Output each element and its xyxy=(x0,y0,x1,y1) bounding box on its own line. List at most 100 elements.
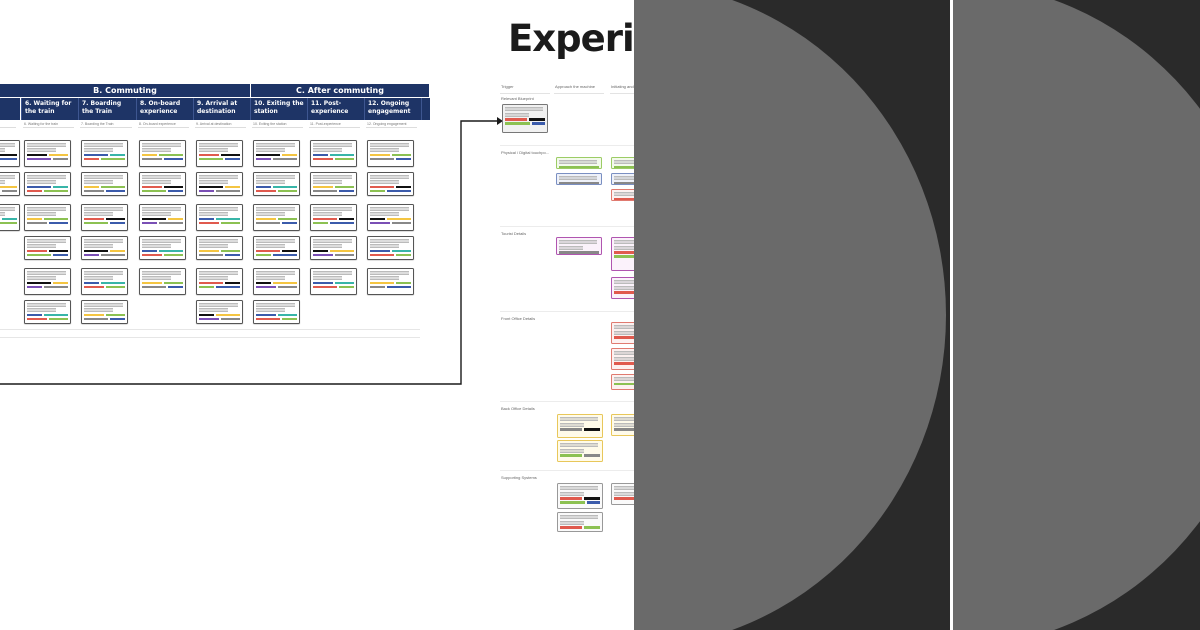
journey-card[interactable] xyxy=(367,268,414,295)
card-tag-row xyxy=(27,313,68,316)
journey-card[interactable] xyxy=(253,268,300,295)
card-text xyxy=(84,180,113,184)
journey-card[interactable] xyxy=(139,204,186,231)
step-header: 10. Exiting the station xyxy=(250,98,307,120)
card-text xyxy=(27,212,56,216)
blueprint-card[interactable] xyxy=(556,173,602,185)
blueprint-card[interactable] xyxy=(557,440,603,462)
card-tag xyxy=(84,221,109,224)
card-text xyxy=(27,142,66,147)
blueprint-column-line xyxy=(554,93,604,94)
card-tag xyxy=(614,251,637,254)
journey-card[interactable] xyxy=(253,204,300,231)
journey-card[interactable] xyxy=(196,236,243,260)
journey-card[interactable] xyxy=(253,172,300,196)
journey-card[interactable] xyxy=(24,268,71,295)
blueprint-lane-label: Tourist Details xyxy=(501,231,527,236)
journey-card[interactable] xyxy=(310,204,357,231)
card-tag xyxy=(584,497,600,500)
card-tag-row xyxy=(27,217,68,220)
card-tag xyxy=(43,217,68,220)
card-tag-row xyxy=(256,281,297,284)
card-tag-row xyxy=(142,153,183,156)
journey-card[interactable] xyxy=(24,140,71,167)
step-header-extra xyxy=(421,98,430,120)
journey-card[interactable] xyxy=(196,300,243,324)
journey-card[interactable] xyxy=(0,140,20,167)
card-text xyxy=(614,245,638,250)
card-tag-row xyxy=(0,189,17,192)
blueprint-lane-label: Back Office Details xyxy=(501,406,535,411)
card-tag xyxy=(584,454,600,457)
card-tag-row xyxy=(84,217,125,220)
journey-card[interactable] xyxy=(196,204,243,231)
card-tag-row xyxy=(370,189,411,192)
card-tag xyxy=(313,281,333,284)
journey-card[interactable] xyxy=(310,268,357,295)
journey-card[interactable] xyxy=(24,172,71,196)
card-tag xyxy=(370,153,390,156)
journey-card[interactable] xyxy=(81,172,128,196)
blueprint-card[interactable] xyxy=(556,237,602,255)
journey-card[interactable] xyxy=(196,172,243,196)
journey-card[interactable] xyxy=(139,236,186,260)
card-tag xyxy=(142,281,162,284)
card-text xyxy=(313,244,342,248)
journey-card[interactable] xyxy=(253,300,300,324)
card-tag xyxy=(53,157,68,160)
step-header: 6. Waiting for the train xyxy=(21,98,78,120)
journey-card[interactable] xyxy=(253,140,300,167)
journey-card[interactable] xyxy=(24,236,71,260)
blueprint-card[interactable] xyxy=(557,483,603,509)
card-text xyxy=(27,302,66,307)
card-tag-row xyxy=(0,217,17,220)
journey-card[interactable] xyxy=(139,140,186,167)
flow-connector-arrow xyxy=(0,117,503,385)
card-tag xyxy=(256,157,271,160)
journey-card[interactable] xyxy=(367,236,414,260)
journey-card[interactable] xyxy=(81,204,128,231)
journey-card[interactable] xyxy=(367,172,414,196)
journey-card[interactable] xyxy=(81,300,128,324)
journey-card[interactable] xyxy=(196,268,243,295)
journey-card[interactable] xyxy=(139,268,186,295)
card-tag-row xyxy=(199,281,240,284)
blueprint-card[interactable] xyxy=(556,157,602,169)
journey-card[interactable] xyxy=(310,236,357,260)
card-text xyxy=(560,422,584,427)
card-tag-row xyxy=(142,253,183,256)
journey-card[interactable] xyxy=(0,204,20,231)
card-tag xyxy=(199,217,214,220)
journey-card[interactable] xyxy=(0,172,20,196)
journey-card[interactable] xyxy=(310,140,357,167)
journey-card[interactable] xyxy=(310,172,357,196)
journey-card[interactable] xyxy=(81,140,128,167)
card-tag xyxy=(282,317,297,320)
card-tag-row xyxy=(199,217,240,220)
journey-card[interactable] xyxy=(24,204,71,231)
journey-card[interactable] xyxy=(81,268,128,295)
journey-card[interactable] xyxy=(24,300,71,324)
card-text xyxy=(142,142,181,147)
card-text xyxy=(614,192,652,196)
card-tag xyxy=(100,281,125,284)
blueprint-card[interactable] xyxy=(502,104,548,133)
card-text xyxy=(27,148,56,152)
journey-card[interactable] xyxy=(367,204,414,231)
blueprint-card[interactable] xyxy=(557,414,603,438)
journey-card[interactable] xyxy=(367,140,414,167)
journey-card[interactable] xyxy=(81,236,128,260)
card-text xyxy=(256,212,285,216)
journey-card[interactable] xyxy=(139,172,186,196)
journey-card[interactable] xyxy=(253,236,300,260)
card-tag xyxy=(614,336,637,339)
card-tag-row xyxy=(27,249,68,252)
card-text xyxy=(256,244,285,248)
journey-card[interactable] xyxy=(196,140,243,167)
card-tag xyxy=(559,251,599,254)
blueprint-card[interactable] xyxy=(557,512,603,532)
row-guide xyxy=(0,337,420,338)
card-tag xyxy=(199,317,219,320)
card-tag xyxy=(43,189,68,192)
panel-divider xyxy=(950,0,953,630)
